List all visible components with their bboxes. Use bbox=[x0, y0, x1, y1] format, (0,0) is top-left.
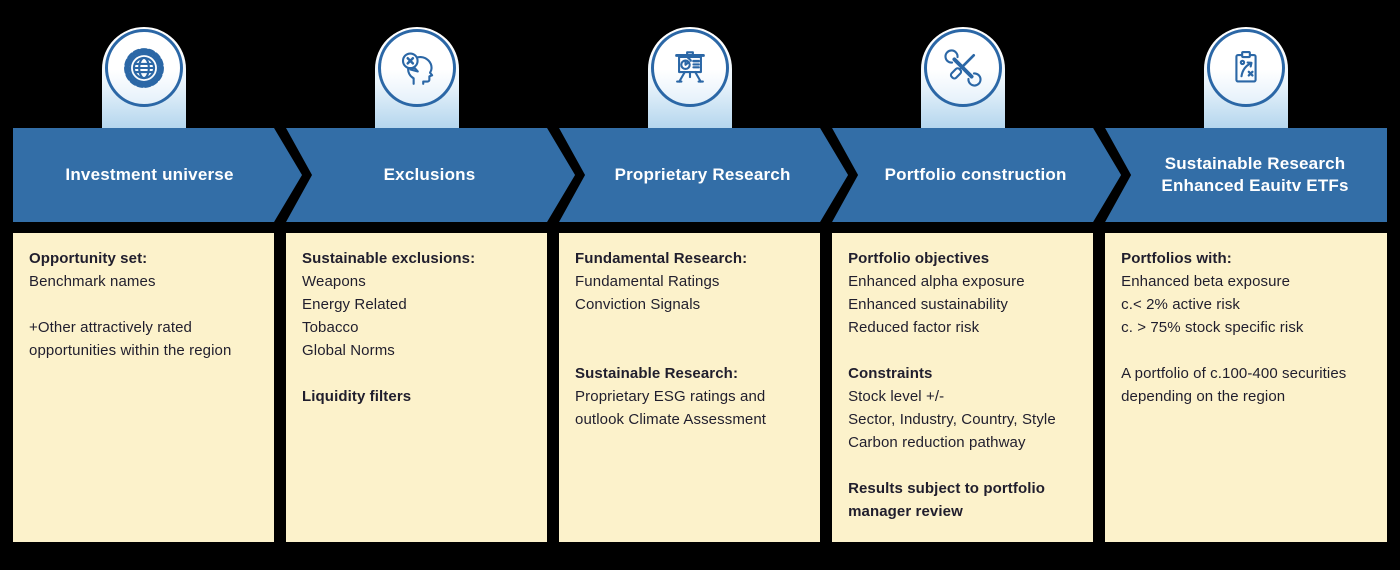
panel-text-line: Enhanced beta exposure bbox=[1121, 273, 1291, 290]
panel-spacer bbox=[575, 316, 804, 339]
panel-heading: Sustainable exclusions: bbox=[302, 250, 476, 267]
tools-icon bbox=[940, 45, 986, 91]
icon-zone bbox=[1105, 0, 1387, 128]
panel-text-line: +Other attractively rated opportunities … bbox=[29, 319, 232, 359]
panel-text-line: Tobacco bbox=[302, 319, 359, 336]
stage-title: Proprietary Research bbox=[614, 165, 791, 184]
panel-text-line: Enhanced sustainability bbox=[848, 296, 1008, 313]
panel-heading: Opportunity set: bbox=[29, 250, 148, 267]
stage-column-investment-universe: Investment universe Opportunity set: Benc… bbox=[13, 0, 274, 542]
panel-text-line: c.< 2% active risk bbox=[1121, 296, 1241, 313]
stage-banner: Proprietary Research bbox=[559, 128, 848, 222]
panel-text-line: A portfolio of c.100-400 securities depe… bbox=[1121, 365, 1347, 405]
stage-column-proprietary-research: Proprietary Research Fundamental Researc… bbox=[559, 0, 820, 542]
presentation-chart-icon bbox=[667, 45, 713, 91]
panel-text-line: Global Norms bbox=[302, 342, 395, 359]
panel-text-line: Sector, Industry, Country, Style bbox=[848, 411, 1056, 428]
stage-panel: Fundamental Research: Fundamental Ratings… bbox=[559, 233, 821, 542]
panel-text-line: Energy Related bbox=[302, 296, 407, 313]
panel-spacer bbox=[1121, 339, 1371, 362]
stage-icon-circle bbox=[650, 29, 729, 107]
panel-text-line: Conviction Signals bbox=[575, 296, 701, 313]
panel-text-line: Proprietary ESG ratings and outlook Clim… bbox=[575, 388, 767, 428]
panel-text-line: Reduced factor risk bbox=[848, 319, 980, 336]
panel-spacer bbox=[848, 339, 1077, 362]
panel-spacer bbox=[575, 339, 804, 362]
panel-text-line: Carbon reduction pathway bbox=[848, 434, 1026, 451]
banner-zone: Proprietary Research bbox=[559, 128, 820, 222]
globe-gear-icon bbox=[121, 45, 167, 91]
icon-zone bbox=[832, 0, 1093, 128]
stage-icon-circle bbox=[923, 29, 1002, 107]
panel-heading: Sustainable Research: bbox=[575, 365, 739, 382]
icon-zone bbox=[559, 0, 820, 128]
panel-text-line: Benchmark names bbox=[29, 273, 156, 290]
stage-title: Exclusions bbox=[383, 165, 476, 184]
stage-columns: Investment universe Opportunity set: Benc… bbox=[13, 0, 1387, 542]
panel-text-line: Fundamental Ratings bbox=[575, 273, 720, 290]
banner-zone: Portfolio construction bbox=[832, 128, 1093, 222]
banner-zone: Sustainable Research Enhanced Eauitv ETF… bbox=[1105, 128, 1387, 222]
panel-heading: Results subject to portfolio manager rev… bbox=[848, 480, 1046, 520]
panel-spacer bbox=[848, 454, 1077, 477]
banner-zone: Exclusions bbox=[286, 128, 547, 222]
stage-icon-circle bbox=[104, 29, 183, 107]
panel-heading: Liquidity filters bbox=[302, 388, 412, 405]
panel-text-line: Stock level +/- bbox=[848, 388, 945, 405]
panel-heading: Fundamental Research: bbox=[575, 250, 748, 267]
panel-text-line: Weapons bbox=[302, 273, 366, 290]
stage-title: Investment universe bbox=[65, 165, 234, 184]
stage-panel: Opportunity set: Benchmark names +Other at… bbox=[13, 233, 275, 542]
panel-text-line: Enhanced alpha exposure bbox=[848, 273, 1025, 290]
panel-heading: Constraints bbox=[848, 365, 933, 382]
panel-spacer bbox=[302, 362, 531, 385]
stage-title: Sustainable Research Enhanced Eauitv ETF… bbox=[1161, 154, 1349, 195]
head-exclusion-icon bbox=[394, 45, 440, 91]
stage-icon-circle bbox=[377, 29, 456, 107]
icon-zone bbox=[286, 0, 547, 128]
panel-heading: Portfolios with: bbox=[1121, 250, 1232, 267]
stage-banner: Investment universe bbox=[13, 128, 302, 222]
stage-icon-circle bbox=[1207, 29, 1286, 107]
stage-banner: Exclusions bbox=[286, 128, 575, 222]
clipboard-strategy-icon bbox=[1223, 45, 1269, 91]
banner-zone: Investment universe bbox=[13, 128, 274, 222]
panel-text-line: c. > 75% stock specific risk bbox=[1121, 319, 1304, 336]
panel-heading: Portfolio objectives bbox=[848, 250, 990, 267]
panel-spacer bbox=[29, 293, 258, 316]
stage-banner: Portfolio construction bbox=[832, 128, 1121, 222]
icon-zone bbox=[13, 0, 274, 128]
stage-column-portfolio-construction: Portfolio construction Portfolio objecti… bbox=[832, 0, 1093, 542]
stage-column-exclusions: Exclusions Sustainable exclusions: Weapon… bbox=[286, 0, 547, 542]
stage-title: Portfolio construction bbox=[884, 165, 1067, 184]
stage-banner: Sustainable Research Enhanced Eauitv ETF… bbox=[1105, 128, 1387, 222]
stage-column-sustainable-etfs: Sustainable Research Enhanced Eauitv ETF… bbox=[1105, 0, 1387, 542]
stage-panel: Portfolios with: Enhanced beta exposure c.… bbox=[1105, 233, 1387, 542]
